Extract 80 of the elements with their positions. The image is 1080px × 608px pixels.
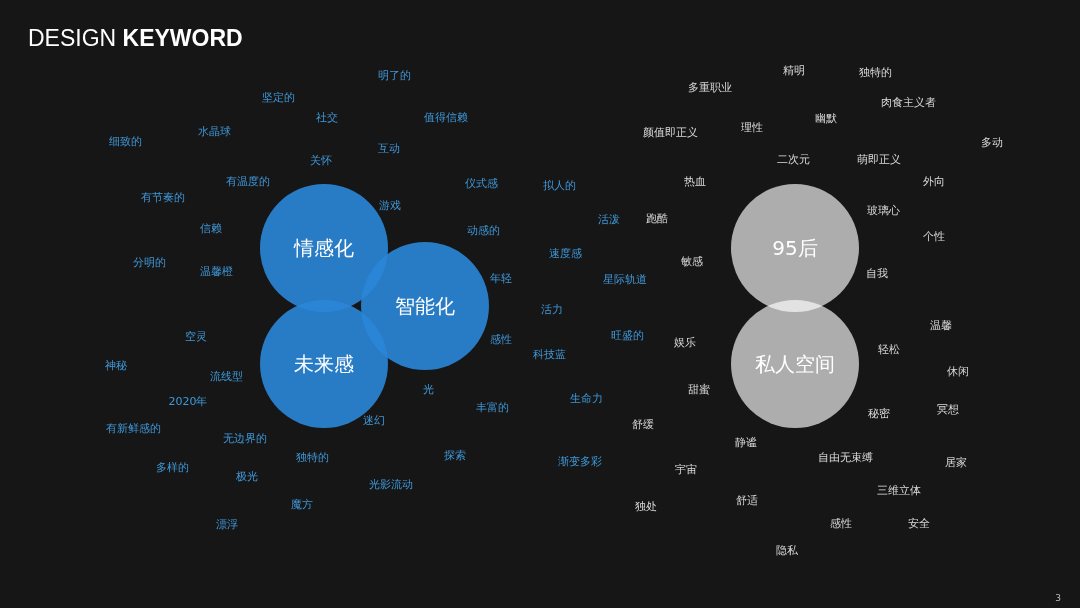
keyword-text: 有新鲜感的 [105,422,161,434]
keyword-text: 漂浮 [216,518,238,530]
circle-label: 未来感 [294,351,354,377]
keyword-text: 生命力 [569,392,603,404]
keyword-text: 2020年 [168,395,208,407]
keyword-text: 明了的 [377,69,411,81]
keyword-text: 独处 [635,500,657,512]
keyword-text: 安全 [908,517,930,529]
keyword-text: 动感的 [466,224,500,236]
keyword-text: 温馨 [930,319,952,331]
keyword-text: 有温度的 [226,175,270,187]
keyword-text: 冥想 [937,403,959,415]
keyword-text: 空灵 [185,330,207,342]
keyword-text: 自由无束缚 [817,451,873,463]
circle-label: 情感化 [294,235,354,261]
keyword-text: 活泼 [598,213,620,225]
keyword-text: 速度感 [548,247,582,259]
keyword-text: 温馨橙 [199,265,233,277]
keyword-text: 感性 [830,517,852,529]
keyword-text: 游戏 [379,199,401,211]
keyword-text: 渐变多彩 [558,455,602,467]
keyword-text: 敏感 [681,255,703,267]
keyword-text: 分明的 [132,256,166,268]
keyword-text: 舒适 [736,494,758,506]
keyword-text: 多重职业 [688,81,732,93]
keyword-text: 外向 [923,175,945,187]
keyword-text: 萌即正义 [857,153,901,165]
keyword-text: 水晶球 [197,125,231,137]
keyword-text: 极光 [236,470,258,482]
keyword-text: 有节奏的 [141,191,185,203]
keyword-text: 互动 [378,142,400,154]
keyword-text: 自我 [866,267,888,279]
keyword-text: 理性 [741,121,763,133]
keyword-text: 舒缓 [632,418,654,430]
keyword-text: 精明 [783,64,805,76]
keyword-text: 居家 [945,456,967,468]
keyword-text: 多样的 [155,461,189,473]
keyword-text: 二次元 [776,153,810,165]
keyword-text: 社交 [316,111,338,123]
page-number: 3 [1055,593,1061,603]
keyword-text: 光影流动 [369,478,413,490]
keyword-text: 个性 [923,230,945,242]
keyword-text: 流线型 [209,370,243,382]
keyword-text: 科技蓝 [532,348,566,360]
keyword-text: 仪式感 [464,177,498,189]
keyword-text: 三维立体 [877,484,921,496]
keyword-text: 神秘 [105,359,127,371]
keyword-text: 星际轨道 [603,273,647,285]
keyword-text: 肉食主义者 [880,96,936,108]
keyword-text: 信赖 [200,222,222,234]
keyword-text: 娱乐 [674,336,696,348]
keyword-text: 宇宙 [675,463,697,475]
page-title: DESIGN KEYWORD [28,27,243,50]
keyword-text: 旺盛的 [610,329,644,341]
keyword-text: 无边界的 [223,432,267,444]
circle-label: 私人空间 [755,351,835,377]
keyword-text: 关怀 [310,154,332,166]
keyword-text: 魔方 [291,498,313,510]
keyword-text: 坚定的 [261,91,295,103]
circle-label: 95后 [772,235,818,261]
keyword-text: 独特的 [295,451,329,463]
keyword-text: 颜值即正义 [642,126,698,138]
keyword-text: 活力 [541,303,563,315]
keyword-text: 甜蜜 [688,383,710,395]
keyword-text: 值得信赖 [424,111,468,123]
keyword-text: 休闲 [947,365,969,377]
keyword-text: 跑酷 [646,212,668,224]
keyword-text: 独特的 [858,66,892,78]
keyword-text: 轻松 [878,343,900,355]
keyword-text: 迷幻 [363,414,385,426]
keyword-text: 探索 [444,449,466,461]
keyword-text: 拟人的 [542,179,576,191]
keyword-text: 幽默 [815,112,837,124]
keyword-text: 多动 [981,136,1003,148]
keyword-text: 隐私 [776,544,798,556]
keyword-text: 细致的 [108,135,142,147]
keyword-text: 丰富的 [475,401,509,413]
circle-label: 智能化 [395,293,455,319]
keyword-text: 光 [422,383,434,395]
keyword-text: 热血 [684,175,706,187]
